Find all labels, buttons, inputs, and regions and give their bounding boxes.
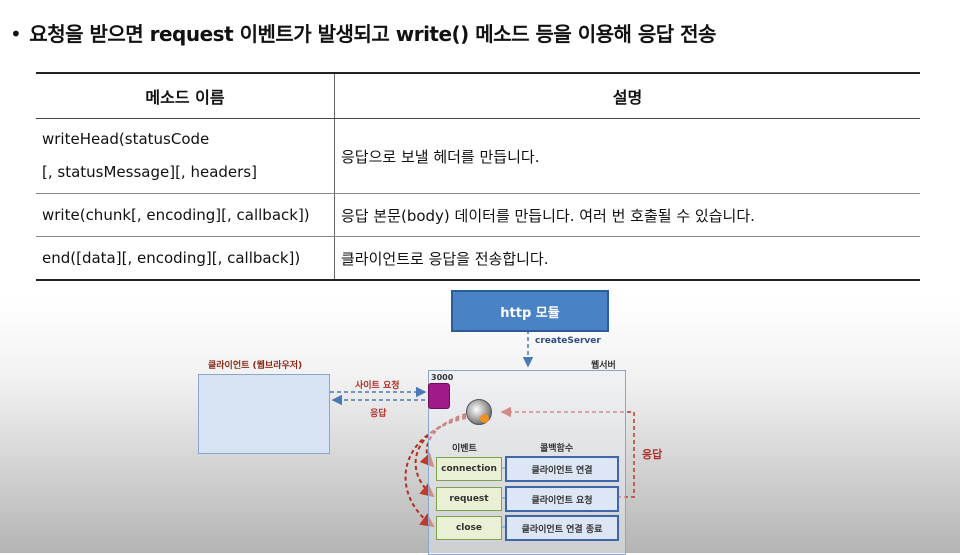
event-arrow-connection: [419, 413, 467, 468]
event-emitter-dot-icon: [480, 414, 489, 423]
heading-text: 요청을 받으면 request 이벤트가 발생되고 write() 메소드 등을…: [29, 22, 716, 46]
site-request-label: 사이트 요청: [355, 381, 400, 391]
event-arrow-close: [404, 417, 467, 528]
table-row: end([data][, encoding][, callback]) 클라이언…: [36, 236, 920, 281]
description-cell: 응답으로 보낼 헤더를 만듭니다.: [334, 118, 920, 194]
table-row: writeHead(statusCode [, statusMessage][,…: [36, 118, 920, 194]
event-connection: connection: [436, 457, 502, 481]
bullet-dot: •: [10, 22, 22, 46]
description-cell: 응답 본문(body) 데이터를 만듭니다. 여러 번 호출될 수 있습니다.: [334, 193, 920, 237]
create-server-label: createServer: [535, 336, 601, 346]
table-header-row: 메소드 이름 설명: [36, 72, 920, 119]
callback-client-connect: 클라이언트 연결: [505, 456, 619, 482]
table-row: write(chunk[, encoding][, callback]) 응답 …: [36, 193, 920, 237]
globe-icon: [466, 399, 492, 425]
web-server-label: 웹서버: [591, 361, 616, 371]
method-cell: write(chunk[, encoding][, callback]): [36, 193, 335, 237]
method-table: 메소드 이름 설명 writeHead(statusCode [, status…: [36, 72, 920, 281]
method-cell: end([data][, encoding][, callback]): [36, 236, 335, 281]
method-name-line1: writeHead(statusCode: [42, 130, 210, 148]
method-cell: writeHead(statusCode [, statusMessage][,…: [36, 118, 335, 194]
description-cell: 클라이언트로 응답을 전송합니다.: [334, 236, 920, 281]
http-module-box: http 모듈: [451, 290, 609, 332]
event-arrow-request: [414, 415, 467, 498]
event-request: request: [436, 487, 502, 511]
callback-client-disconnect: 클라이언트 연결 종료: [505, 515, 619, 541]
client-label: 클라이언트 (웹브라우저): [208, 361, 303, 371]
response-small-label: 응답: [370, 409, 387, 419]
bullet-heading: • 요청을 받으면 request 이벤트가 발생되고 write() 메소드 등…: [10, 18, 716, 47]
port-label: 3000: [431, 373, 454, 382]
event-close: close: [436, 516, 502, 540]
response-side-label: 응답: [642, 448, 663, 461]
client-browser-box: [198, 374, 330, 454]
method-name-line2: [, statusMessage][, headers]: [42, 163, 257, 181]
column-header-description: 설명: [334, 72, 920, 119]
column-header-method: 메소드 이름: [36, 72, 335, 119]
callback-client-request: 클라이언트 요청: [505, 486, 619, 512]
callback-header: 콜백함수: [540, 444, 574, 454]
port-icon: [428, 383, 450, 409]
event-header: 이벤트: [452, 444, 477, 454]
